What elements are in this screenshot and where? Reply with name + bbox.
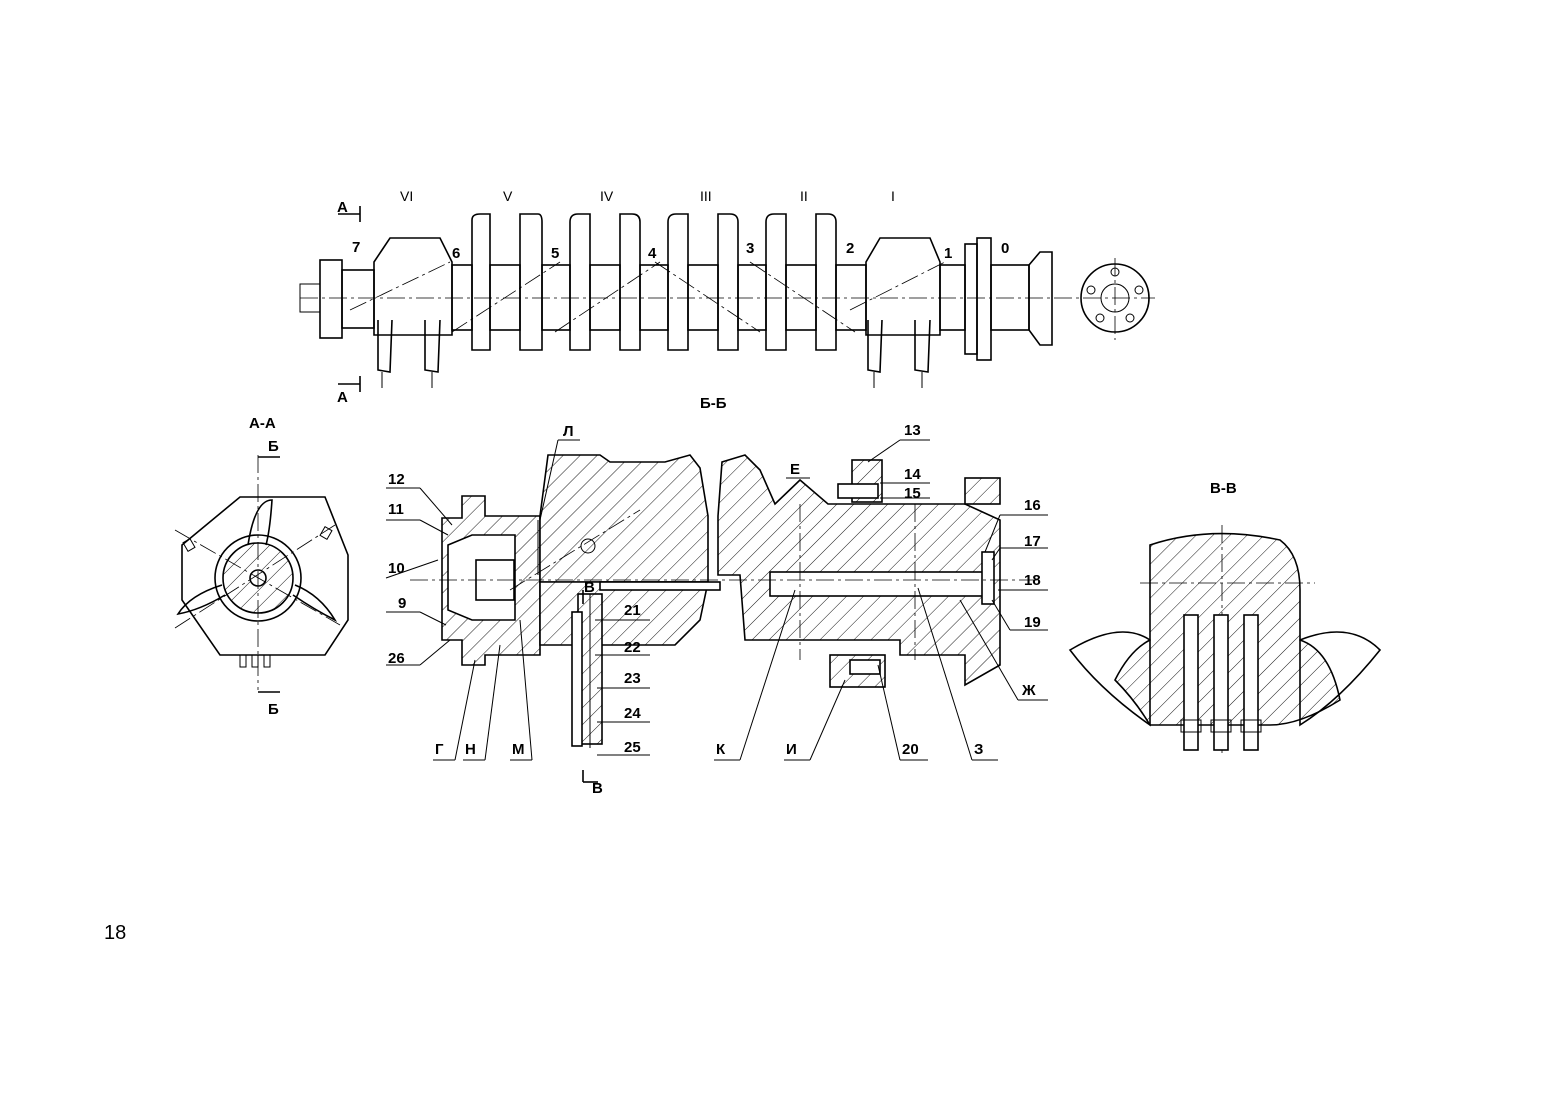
crank-numeral: I [891,188,895,204]
crank-numeral: III [700,188,712,204]
label-n: Н [465,741,476,758]
callout-22: 22 [624,639,641,656]
callout-15: 15 [904,485,921,502]
callouts: 12 11 10 9 26 Г Н М Л 21 22 23 24 25 К И [385,422,1048,761]
callout-26: 26 [388,650,405,667]
crank-numeral: IV [600,188,614,204]
label-g: Г [435,741,444,758]
callout-23: 23 [624,670,641,687]
cut-mark-b-top: Б [268,438,279,455]
callout-20: 20 [902,741,919,758]
callout-17: 17 [1024,533,1041,550]
callout-13: 13 [904,422,921,439]
label-i: И [786,741,797,758]
label-m: М [512,741,525,758]
cut-mark-a-bottom: А [337,389,348,406]
journal-number: 3 [746,240,754,257]
callout-25: 25 [624,739,641,756]
cut-mark-a-top: А [337,199,348,216]
section-bb-view: В В [410,454,1040,797]
crank-numeral: VI [400,188,413,204]
callout-16: 16 [1024,497,1041,514]
cut-mark-v-bottom: В [592,780,603,797]
journal-number: 0 [1001,240,1009,257]
label-k: К [716,741,726,758]
journal-number: 1 [944,245,952,262]
label-e: Е [790,461,800,478]
page-number: 18 [104,922,126,944]
section-title-bb: Б-Б [700,395,727,412]
section-title-aa: А-А [249,415,276,432]
callout-9: 9 [398,595,406,612]
journal-number: 7 [352,239,360,256]
cut-mark-v-top: В [584,579,595,596]
journal-number: 4 [648,245,657,262]
callout-11: 11 [388,501,404,518]
callout-10: 10 [388,560,405,577]
section-vv-view [1068,525,1382,755]
crank-numerals: VI V IV III II I [400,188,895,204]
journal-numbers: 7 6 5 4 3 2 1 0 [352,239,1009,262]
section-title-vv: В-В [1210,480,1237,497]
journal-number: 2 [846,240,854,257]
crankshaft-main-view [299,213,1155,388]
callout-24: 24 [624,705,641,722]
callout-18: 18 [1024,572,1041,589]
journal-number: 6 [452,245,460,262]
label-zh: Ж [1021,682,1036,699]
callout-14: 14 [904,466,921,483]
callout-12: 12 [388,471,405,488]
journal-number: 5 [551,245,559,262]
crank-numeral: V [503,188,513,204]
label-l: Л [563,423,574,440]
callout-19: 19 [1024,614,1041,631]
cut-mark-b-bottom: Б [268,701,279,718]
cut-marks-a: А А [337,199,361,406]
section-aa-view: Б Б [174,438,349,718]
callout-21: 21 [624,602,641,619]
crank-numeral: II [800,188,808,204]
label-z: З [974,741,983,758]
